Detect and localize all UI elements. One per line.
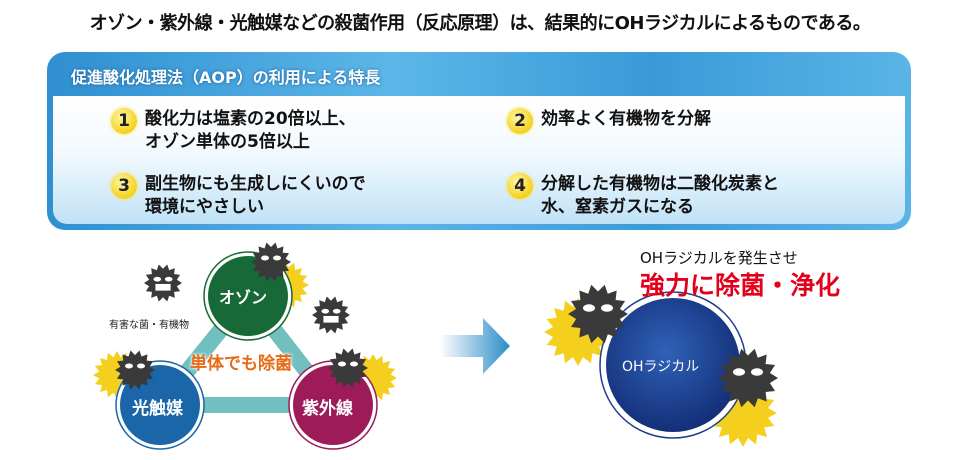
feature-2: 2 効率よく有機物を分解 — [507, 108, 711, 134]
germ-body — [718, 348, 778, 408]
feature-3: 3 副生物にも生成しにくいので環境にやさしい — [111, 173, 366, 219]
feature-text: 効率よく有機物を分解 — [541, 109, 711, 129]
germ-body — [251, 242, 291, 282]
result-title: 強力に除菌・浄化 — [640, 271, 841, 300]
oh-radical-label: OHラジカル — [622, 359, 700, 375]
features-panel: 促進酸化処理法（AOP）の利用による特長 1 酸化力は塩素の20倍以上、オゾン単… — [47, 52, 911, 230]
photocatalyst-label: 光触媒 — [132, 399, 183, 419]
feature-text: オゾン単体の5倍以上 — [145, 132, 310, 152]
germ-icon — [568, 284, 628, 344]
result-subtitle: OHラジカルを発生させ — [640, 249, 798, 267]
feature-text: 環境にやさしい — [145, 197, 264, 217]
germ-body — [328, 348, 368, 388]
germ-body — [568, 284, 628, 344]
oh-radical-circle — [599, 291, 747, 439]
germ-icon — [144, 264, 182, 302]
feature-text: 副生物にも生成しにくいので — [145, 174, 366, 194]
feature-4: 4 分解した有機物は二酸化炭素と水、窒素ガスになる — [507, 173, 779, 219]
germ-body — [144, 264, 182, 302]
feature-text: 酸化力は塩素の20倍以上、 — [145, 109, 356, 129]
uv-label: 紫外線 — [302, 399, 353, 419]
arrow-icon — [440, 318, 510, 374]
germ-icon — [718, 348, 778, 408]
number-badge: 3 — [111, 173, 137, 199]
number-badge: 4 — [507, 173, 533, 199]
ozone-label: オゾン — [219, 288, 268, 307]
germ-icon — [328, 348, 368, 388]
germ-body — [312, 296, 350, 334]
headline: オゾン・紫外線・光触媒などの殺菌作用（反応原理）は、結果的にOHラジカルによるも… — [89, 13, 871, 34]
feature-text: 分解した有機物は二酸化炭素と — [541, 174, 779, 194]
germ-label: 有害な菌・有機物 — [109, 320, 189, 331]
number-badge: 2 — [507, 108, 533, 134]
germ-icon — [251, 242, 291, 282]
panel-body — [53, 96, 905, 224]
center-label: 単体でも除菌 — [190, 354, 292, 374]
germ-body — [115, 350, 155, 390]
feature-text: 水、窒素ガスになる — [541, 197, 694, 217]
panel-title: 促進酸化処理法（AOP）の利用による特長 — [71, 68, 381, 87]
connector-triangle — [152, 288, 341, 413]
germ-icon — [312, 296, 350, 334]
germ-icon — [115, 350, 155, 390]
number-badge: 1 — [111, 108, 137, 134]
feature-1: 1 酸化力は塩素の20倍以上、オゾン単体の5倍以上 — [111, 108, 356, 154]
